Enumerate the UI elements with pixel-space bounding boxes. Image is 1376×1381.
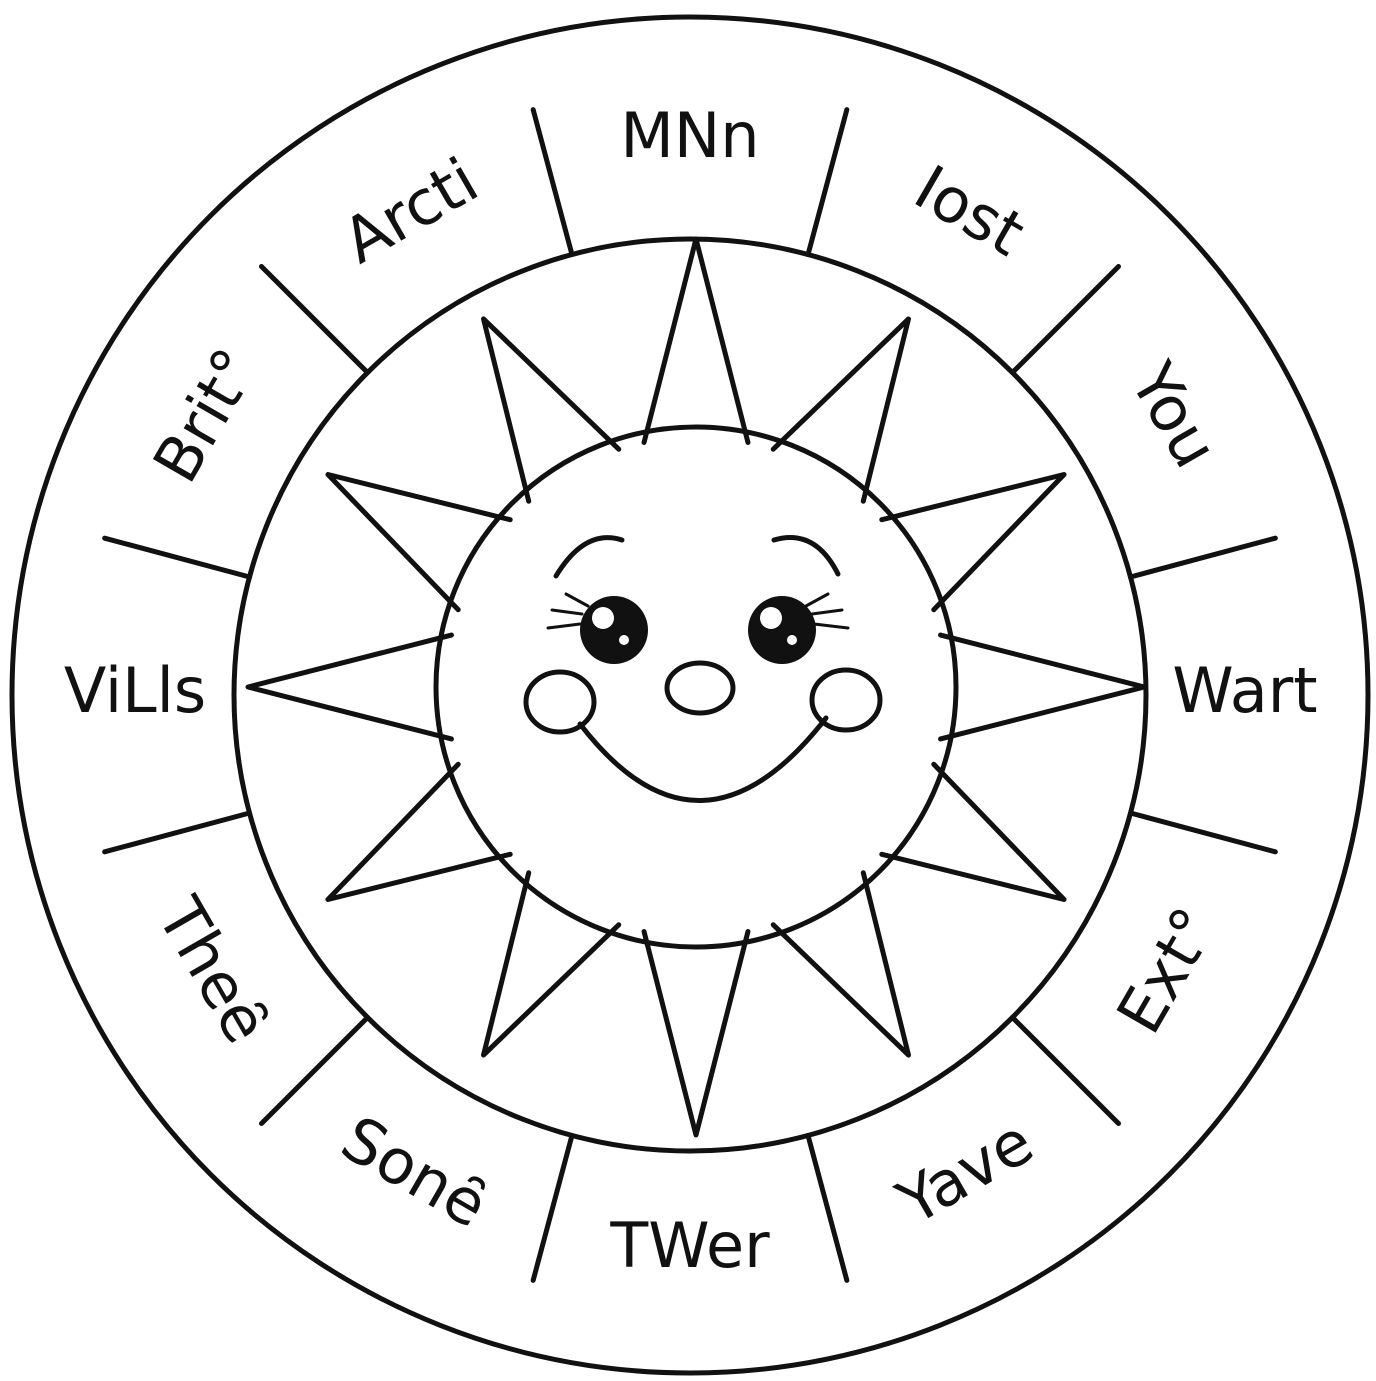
segment-divider [1012,1017,1118,1123]
sun-ray [644,239,748,442]
segment-label: Theȇ [143,885,283,1055]
segment-label: Iost [903,151,1037,271]
segment-divider [1012,266,1118,372]
sun-ray [644,932,748,1135]
segment-label: Brit° [139,336,273,494]
segment-divider [105,538,250,577]
sun-icon [248,239,1144,1135]
right-eye-highlight [760,607,782,629]
segment-label: Ext° [1102,895,1231,1045]
segment-label: Arcti [330,143,490,277]
nose [667,663,733,713]
segment-divider [808,110,847,255]
segment-divider [261,266,367,372]
smile [580,718,826,801]
segment-divider [1130,813,1275,852]
segment-label: Wart [1172,654,1317,727]
sun-ray [248,635,451,739]
segment-label: Yave [885,1105,1045,1240]
sun-ray [941,635,1144,739]
segment-label: Sonȇ [329,1102,500,1243]
left-eye [580,596,648,664]
outer-ring [12,17,1368,1373]
segment-divider [1130,538,1275,577]
segment-label: You [1116,350,1233,480]
segment-divider [533,1135,572,1280]
segment-divider [533,110,572,255]
segment-label: MNn [620,99,759,172]
right-eyebrow [774,538,838,574]
segment-divider [808,1135,847,1280]
segment-divider [261,1017,367,1123]
left-cheek [526,672,594,732]
sun-rays [248,239,1144,1135]
left-eyebrow [556,538,622,576]
inner-ring [234,239,1146,1151]
left-eye-highlight [592,607,614,629]
segment-label: TWer [609,1209,770,1282]
segment-divider [105,813,250,852]
segment-label: ViLls [64,654,206,727]
